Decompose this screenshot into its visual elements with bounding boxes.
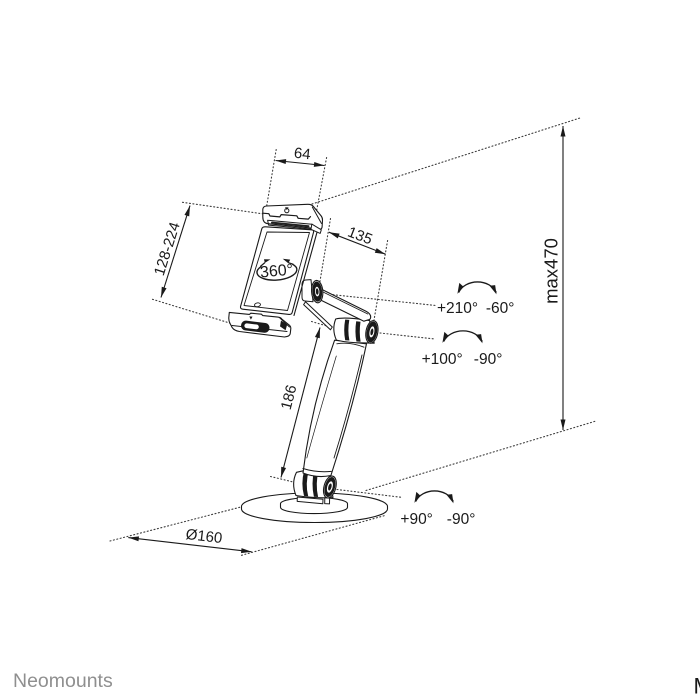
svg-text:360°: 360°	[259, 262, 293, 282]
svg-text:-60°: -60°	[486, 300, 515, 317]
svg-text:135: 135	[345, 224, 374, 249]
svg-text:-90°: -90°	[447, 511, 476, 528]
svg-text:+210°: +210°	[437, 300, 478, 317]
svg-text:+100°: +100°	[422, 351, 463, 368]
svg-text:M: M	[694, 674, 700, 699]
svg-text:+90°: +90°	[400, 511, 433, 528]
svg-text:-90°: -90°	[474, 351, 503, 368]
svg-text:Neomounts: Neomounts	[13, 670, 113, 692]
svg-text:128-224: 128-224	[151, 220, 184, 278]
svg-text:Ø160: Ø160	[185, 526, 223, 547]
svg-text:64: 64	[293, 145, 311, 164]
svg-text:186: 186	[278, 383, 301, 412]
svg-text:max470: max470	[541, 238, 562, 304]
